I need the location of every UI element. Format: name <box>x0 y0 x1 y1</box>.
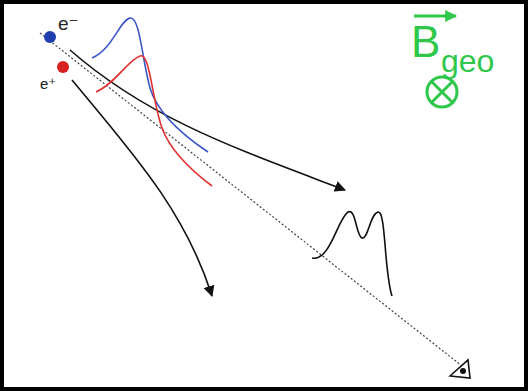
vector-arrow <box>414 15 456 18</box>
positron-track <box>72 80 212 296</box>
electron-label: e⁻ <box>58 14 79 33</box>
figure-ground: e⁻ e⁺ Bgeo <box>4 4 524 387</box>
electron-dot <box>44 31 56 43</box>
received-pulse <box>312 212 392 296</box>
field-subscript: geo <box>441 45 494 77</box>
positron-dot <box>57 61 69 73</box>
positron-pulse <box>96 56 212 186</box>
electron-track <box>70 50 345 190</box>
line-of-sight <box>40 33 462 366</box>
positron-label: e⁺ <box>40 76 56 91</box>
field-symbol: B <box>411 20 440 64</box>
electron-pulse <box>92 18 208 152</box>
observer-eye <box>450 360 470 378</box>
into-page-symbol <box>427 77 457 107</box>
